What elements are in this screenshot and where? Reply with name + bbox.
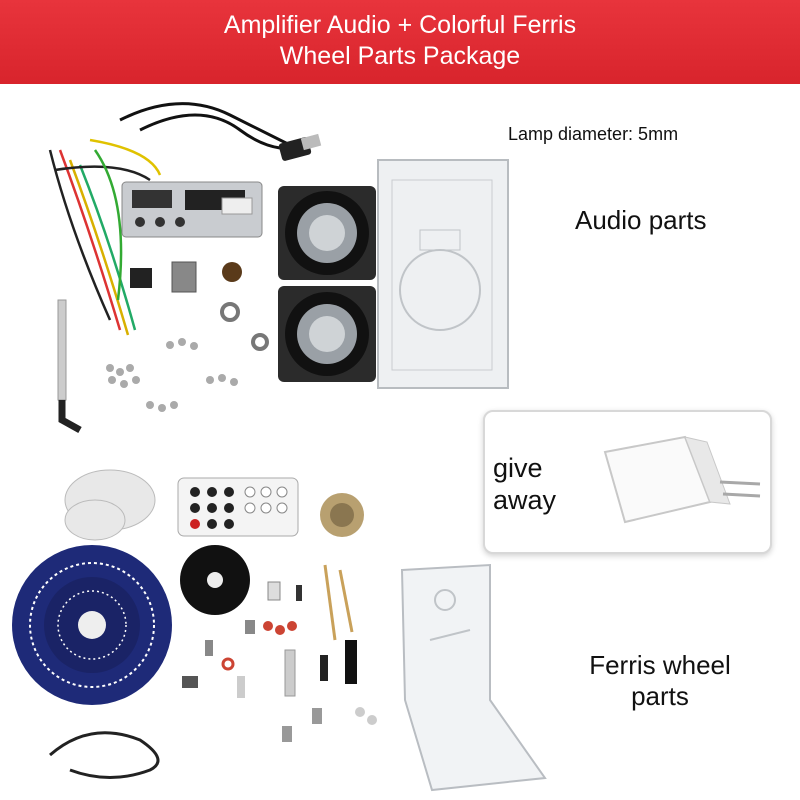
remote-control-icon — [177, 477, 299, 537]
giveaway-label: give away — [493, 452, 556, 516]
small-components — [57, 261, 269, 434]
acrylic-case — [377, 159, 509, 389]
giveaway-box — [483, 410, 772, 554]
ferris-label-line-2: parts — [631, 681, 689, 711]
speaker-icon — [278, 186, 376, 382]
electronic-components — [182, 564, 377, 742]
led-pile — [64, 469, 156, 541]
title-line-2: Wheel Parts Package — [279, 42, 521, 70]
usb-cable-bottom — [49, 731, 160, 779]
title-banner: Amplifier Audio + Colorful Ferris Wheel … — [0, 0, 800, 84]
ferris-label-line-1: Ferris wheel — [589, 650, 731, 680]
giveaway-line-1: give — [493, 453, 543, 483]
ferris-wheel-parts-label: Ferris wheel parts — [560, 650, 760, 712]
usb-charger-icon — [603, 435, 761, 524]
product-photo — [12, 102, 547, 792]
lamp-diameter-label: Lamp diameter: 5mm — [508, 124, 679, 144]
black-disc — [180, 545, 250, 615]
wires — [48, 138, 162, 336]
motor-icon — [320, 493, 364, 537]
title-line-1: Amplifier Audio + Colorful Ferris — [223, 11, 577, 39]
audio-parts-label: Audio parts — [575, 205, 707, 235]
usb-cable — [119, 102, 322, 161]
giveaway-line-2: away — [493, 485, 557, 515]
decoder-board — [121, 181, 263, 238]
ferris-wheel-icon — [12, 545, 172, 705]
acrylic-stand — [400, 563, 547, 792]
